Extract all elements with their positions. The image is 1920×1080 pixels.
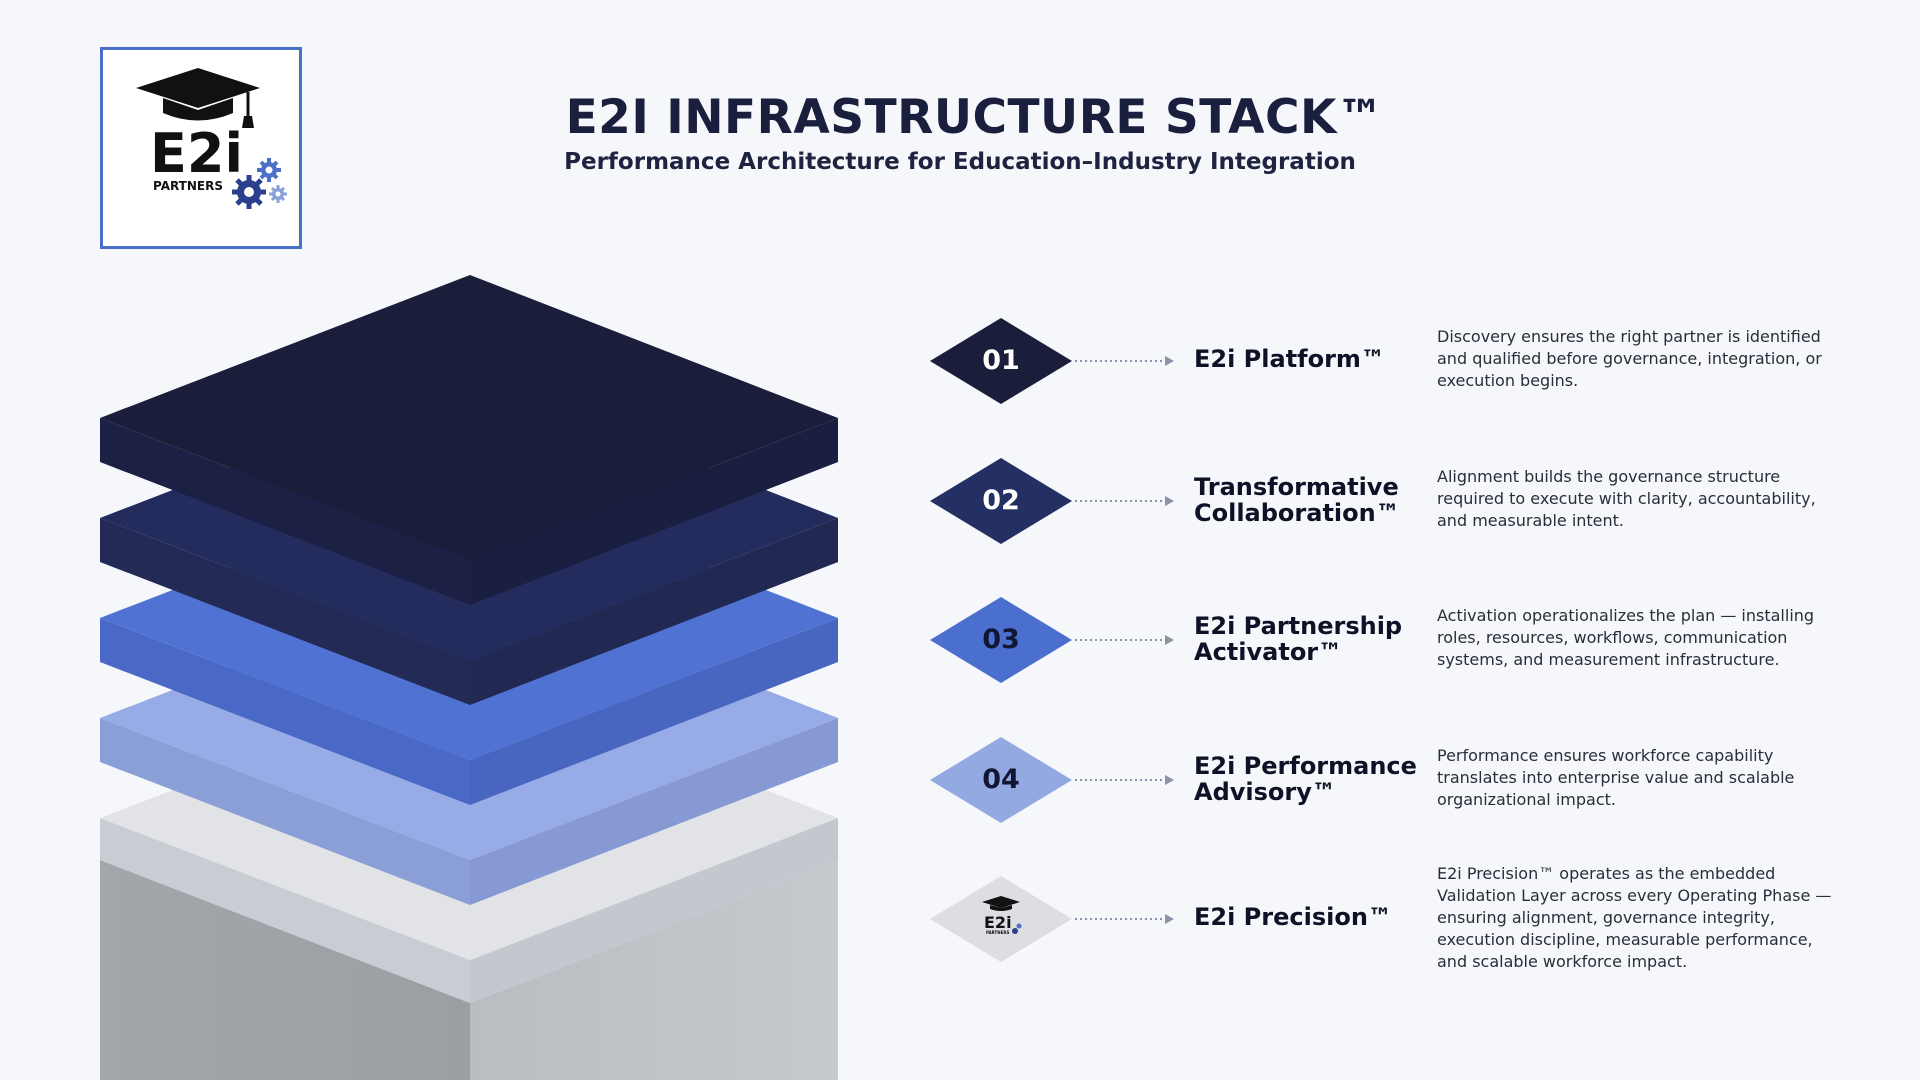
item-description: Alignment builds the governance structur… [1437, 466, 1837, 532]
item-number: 03 [930, 624, 1072, 655]
item-description: E2i Precision™ operates as the embedded … [1437, 863, 1837, 973]
connector-arrow [1075, 356, 1175, 366]
number-diamond: E2i PARTNERS [930, 876, 1072, 962]
item-title: E2i Precision™ [1194, 904, 1434, 930]
connector-arrow [1075, 914, 1175, 924]
item-title: Transformative Collaboration™ [1194, 474, 1434, 526]
stack-item-02: 02 Transformative Collaboration™ Alignme… [0, 458, 1920, 598]
item-description: Performance ensures workforce capability… [1437, 745, 1837, 811]
stack-item-05: E2i PARTNERS E2i Precision™ E2i Precisio… [0, 876, 1920, 1016]
connector-arrow [1075, 775, 1175, 785]
stack-item-01: 01 E2i Platform™ Discovery ensures the r… [0, 318, 1920, 458]
item-title: E2i Platform™ [1194, 346, 1434, 372]
svg-text:PARTNERS: PARTNERS [986, 930, 1009, 935]
item-number: 01 [930, 345, 1072, 376]
stack-item-04: 04 E2i Performance Advisory™ Performance… [0, 737, 1920, 877]
item-description: Activation operationalizes the plan — in… [1437, 605, 1837, 671]
connector-arrow [1075, 496, 1175, 506]
stack-item-03: 03 E2i Partnership Activator™ Activation… [0, 597, 1920, 737]
item-number: 02 [930, 485, 1072, 516]
item-number: 04 [930, 764, 1072, 795]
item-title: E2i Performance Advisory™ [1194, 753, 1434, 805]
item-description: Discovery ensures the right partner is i… [1437, 326, 1837, 392]
item-title: E2i Partnership Activator™ [1194, 613, 1434, 665]
connector-arrow [1075, 635, 1175, 645]
